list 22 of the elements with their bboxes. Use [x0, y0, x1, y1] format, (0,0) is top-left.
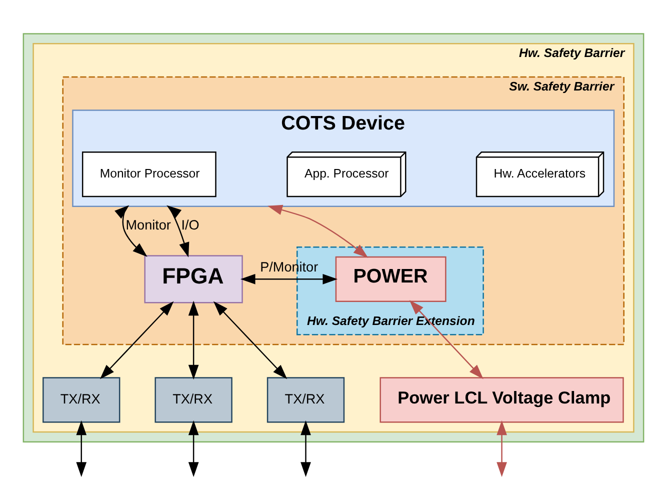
arrow	[240, 273, 338, 284]
arrow	[188, 300, 199, 380]
arrow	[213, 300, 288, 379]
arrow	[166, 204, 190, 257]
edge-label: I/O	[181, 217, 200, 232]
node-box: TX/RX	[266, 376, 345, 422]
arrow	[100, 300, 174, 379]
arrow	[268, 204, 368, 258]
node-box: Power LCL Voltage Clamp	[380, 376, 624, 422]
edge-label: Monitor	[126, 217, 171, 232]
arrow	[496, 420, 507, 476]
arrow	[409, 300, 484, 379]
node-box: FPGA	[144, 254, 243, 303]
node-box: POWER	[335, 256, 446, 302]
node-box: TX/RX	[42, 376, 120, 422]
arrow	[76, 420, 87, 476]
arrow	[114, 204, 148, 256]
arrow	[188, 420, 199, 476]
node-box: TX/RX	[154, 376, 232, 422]
arrow	[300, 420, 311, 476]
node-box: Monitor Processor	[82, 151, 216, 197]
edge-label: P/Monitor	[260, 259, 318, 274]
